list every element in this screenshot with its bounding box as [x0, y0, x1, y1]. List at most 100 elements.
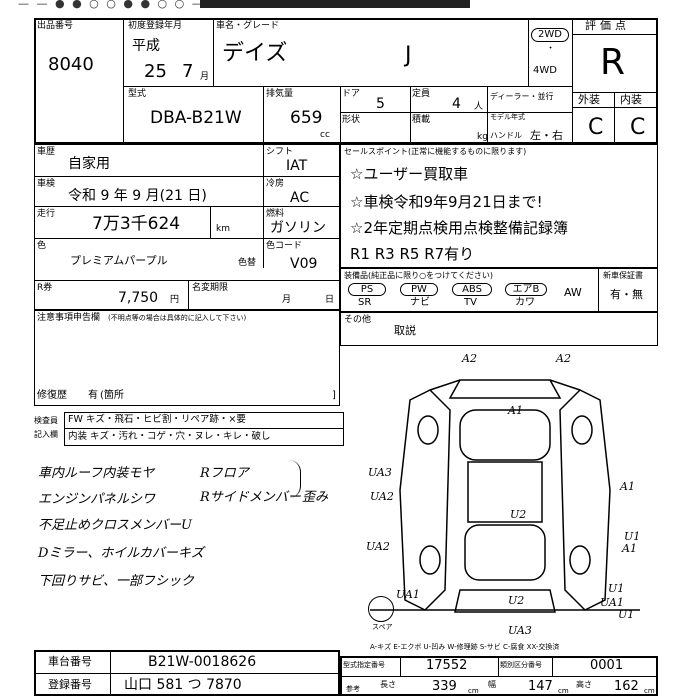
lot-label: 出品番号 — [37, 21, 74, 31]
capacity-label: 定員 — [412, 89, 431, 99]
mark-u1-right: U1 — [624, 530, 641, 543]
other-value: 取説 — [394, 324, 416, 337]
equip-pw-top: PW — [400, 283, 438, 296]
mark-ua1-right: UA1 — [600, 596, 624, 609]
model-year-label: モデル年式 — [490, 113, 525, 121]
model-designation-value: 17552 — [426, 658, 468, 673]
drive-4wd: 4WD — [533, 65, 557, 76]
notes-sub: (不明点等の場合は具体的に記入して下さい) — [108, 314, 247, 322]
other-label: その他 — [344, 315, 372, 325]
car-name-label: 車名・グレード — [216, 21, 280, 31]
repair-close: ] — [332, 390, 336, 401]
length-value: 339 — [432, 679, 457, 694]
dealer-label: ディーラー・並行 — [490, 92, 554, 101]
first-reg-label: 初度登録年月 — [128, 21, 183, 31]
repair-label: 修復歴 — [37, 390, 67, 401]
first-reg-month: 7 — [182, 61, 194, 82]
first-reg-era: 平成 — [132, 38, 160, 54]
top-frame — [34, 18, 658, 144]
inspection-label: 車検 — [37, 179, 56, 189]
shift-value: IAT — [286, 158, 308, 174]
handwritten-right-2: Rサイドメンバー — [200, 490, 301, 505]
handwritten-right-3: 歪み — [302, 490, 329, 505]
color-code-label: 色コード — [266, 241, 303, 251]
inspection-value: 令和 9 年 9 月(21 日) — [68, 188, 207, 204]
handwritten-5: 下回りサビ、一部フシック — [38, 574, 195, 589]
aircon-value: AC — [290, 190, 310, 206]
color-code-value: V09 — [290, 256, 318, 272]
width-unit: cm — [558, 687, 569, 695]
inspector-row-1: FW キズ・飛石・ヒビ割・リペア跡・×要 — [68, 414, 246, 425]
chassis-value: B21W-0018626 — [148, 654, 257, 670]
shift-label: シフト — [266, 147, 294, 157]
grade-int-label: 内装 — [620, 93, 642, 106]
mark-ua1-left: UA1 — [396, 588, 420, 601]
equipment-frame — [340, 268, 658, 312]
color-value: プレミアムパープル — [70, 254, 168, 267]
handwritten-4: Dミラー、ホイルカバーキズ — [38, 546, 204, 561]
doors-value: 5 — [376, 96, 385, 112]
mark-a2-right: A2 — [556, 352, 571, 365]
tax-month-unit: 月 — [282, 295, 292, 305]
car-grade: J — [405, 43, 412, 68]
handwritten-2: エンジンパネルシワ — [38, 492, 156, 507]
displacement-value: 659 — [290, 108, 323, 128]
grade-ext-label: 外装 — [578, 93, 600, 106]
mark-u2-center: U2 — [510, 508, 527, 521]
grade-int-value: C — [630, 115, 646, 140]
warranty-value: 有・無 — [610, 288, 643, 301]
left-info-frame — [34, 144, 340, 310]
displacement-label: 排気量 — [266, 89, 294, 99]
tax-day-unit: 日 — [325, 295, 335, 305]
car-name: デイズ — [222, 41, 288, 66]
other-frame — [340, 312, 658, 346]
doors-label: ドア — [342, 89, 361, 99]
equipment-label: 装備品(純正品に限り○をつけてください) — [344, 271, 493, 280]
inspector-label-bottom: 記入欄 — [34, 430, 58, 439]
dims-ref-label: 参考 — [346, 685, 360, 693]
recycle-unit: 円 — [170, 295, 180, 305]
aircon-label: 冷房 — [266, 179, 285, 189]
mark-u1-right-low: U1 — [608, 582, 625, 595]
length-label: 長さ — [380, 680, 396, 689]
mark-u2-bottom: U2 — [508, 594, 525, 607]
equip-air-top: エアB — [505, 283, 547, 296]
capacity-unit: 人 — [474, 102, 484, 112]
fuel-value: ガソリン — [270, 220, 326, 236]
width-value: 147 — [528, 679, 553, 694]
usage-label: 車歴 — [37, 147, 56, 157]
damage-legend: A-キズ E-エクボ U-凹み W-修理跡 S-サビ C-腐食 XX-交換済 — [370, 643, 560, 651]
color-label: 色 — [37, 241, 47, 251]
equip-pw-bottom: ナビ — [410, 297, 430, 308]
spare-label: スペア — [372, 623, 393, 631]
equip-aw: AW — [564, 286, 582, 299]
chassis-label: 車台番号 — [48, 655, 92, 668]
sales-line-3: ☆2年定期点検用点検整備記録簿 — [350, 219, 568, 237]
handle-value: 左・右 — [530, 129, 563, 142]
car-diagram — [370, 379, 640, 613]
capacity-value: 4 — [452, 96, 461, 112]
inspector-row-2: 内装 キズ・汚れ・コゲ・穴・ヌレ・キレ・破し — [68, 431, 271, 442]
mileage-value: 7万3千624 — [92, 214, 181, 234]
mark-a1-right: A1 — [620, 480, 635, 493]
height-label: 高さ — [576, 680, 592, 689]
drive-dot: ・ — [546, 44, 556, 54]
handle-label: ハンドル — [490, 131, 522, 140]
handwritten-bracket — [288, 460, 301, 498]
mark-a2-left: A2 — [462, 352, 477, 365]
warranty-label: 新車保証書 — [603, 271, 643, 280]
handwritten-3: 不足止めクロスメンバーU — [38, 518, 192, 533]
height-value: 162 — [614, 679, 639, 694]
fuel-label: 燃料 — [266, 209, 285, 219]
load-label: 積載 — [412, 115, 431, 125]
color-change-label: 色替 — [238, 258, 257, 268]
tax-label: 名変期限 — [192, 283, 229, 293]
drive-2wd: 2WD — [531, 28, 569, 42]
sales-line-4: R1 R3 R5 R7有り — [350, 245, 475, 263]
length-unit: cm — [468, 687, 479, 695]
notes-frame — [34, 310, 340, 406]
displacement-unit: cc — [320, 130, 330, 140]
sales-line-1: ☆ユーザー買取車 — [350, 165, 469, 183]
sales-frame — [340, 144, 658, 268]
mark-u1-bottom: U1 — [618, 608, 635, 621]
